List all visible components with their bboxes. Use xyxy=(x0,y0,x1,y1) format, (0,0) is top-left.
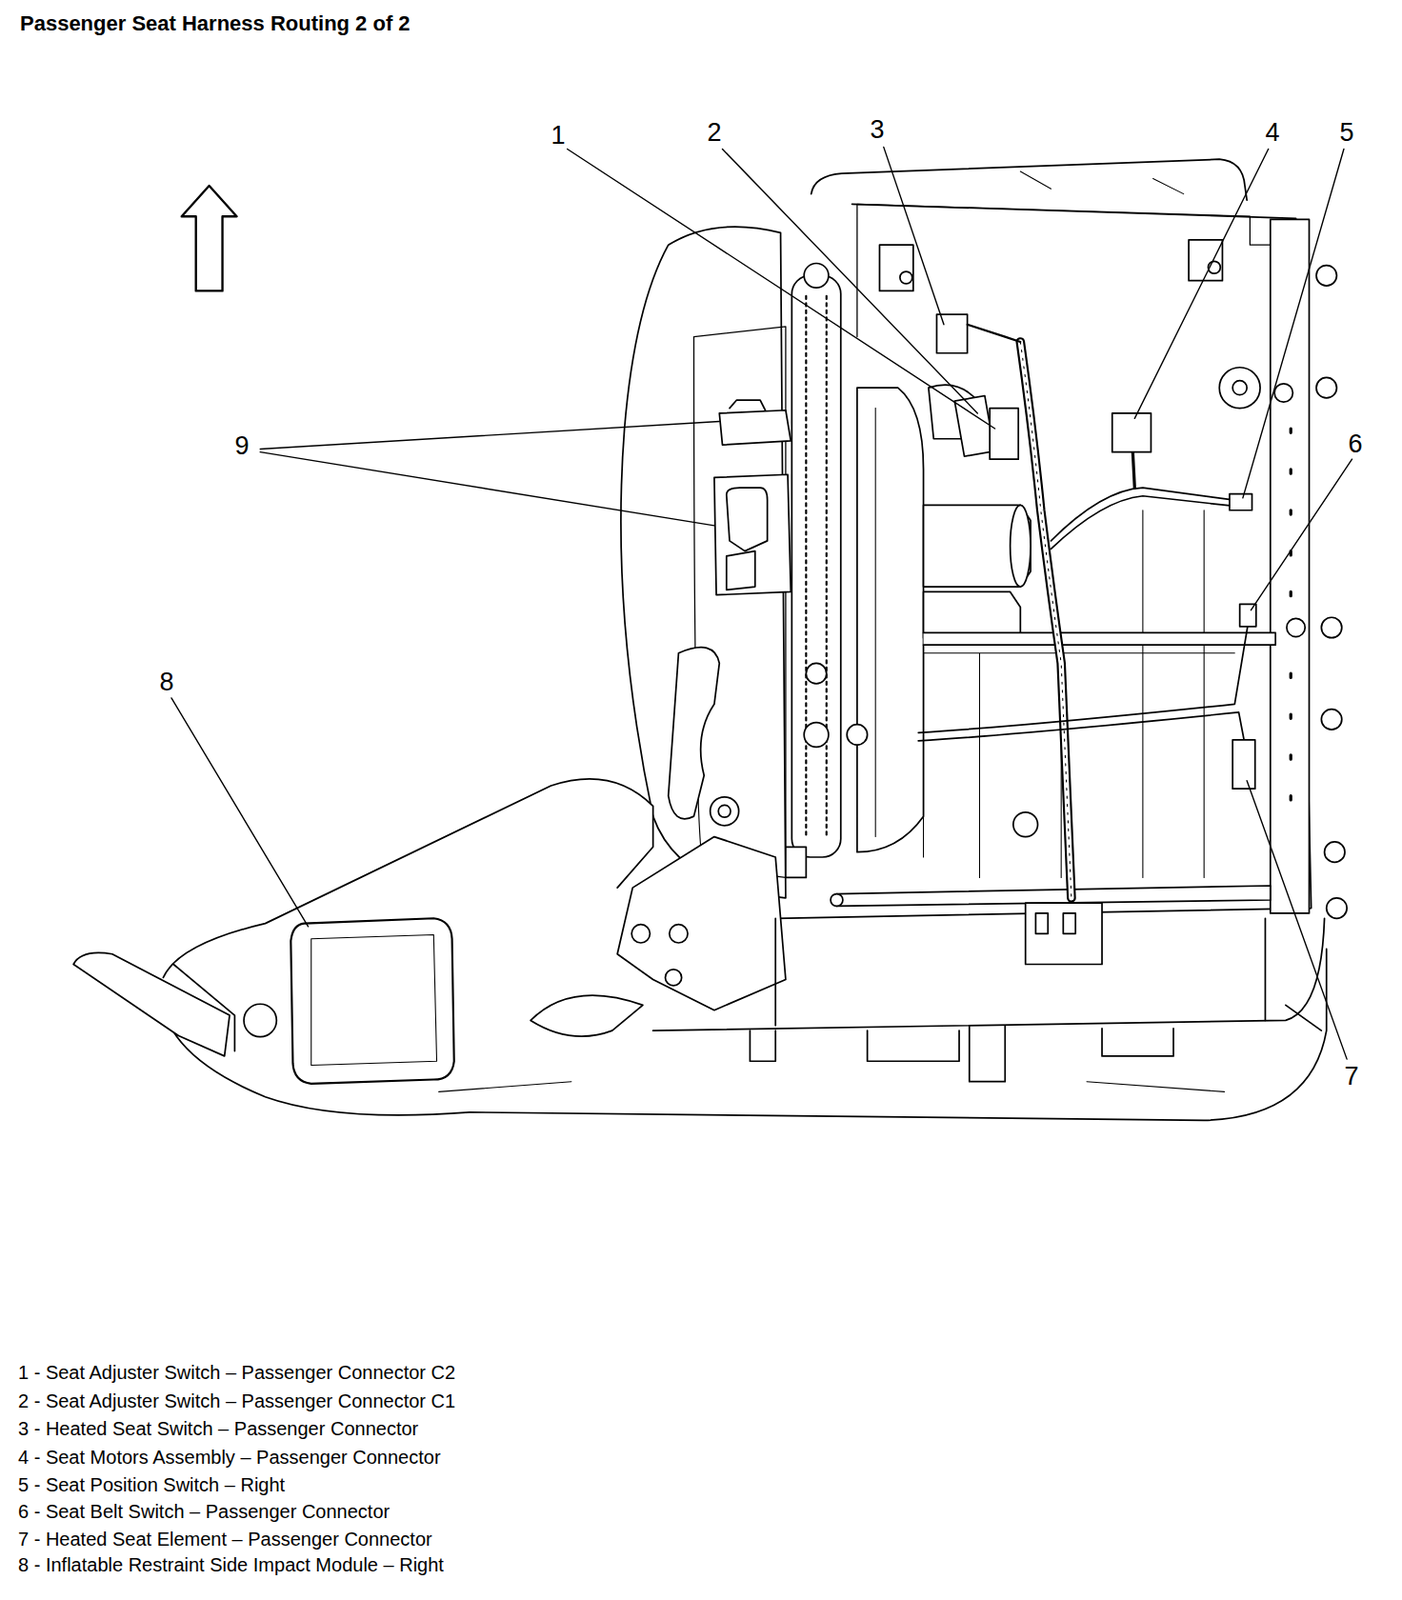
seat-back-shell xyxy=(811,159,1247,201)
callout-number: 9 xyxy=(234,433,249,460)
key-entry: 3 - Heated Seat Switch – Passenger Conne… xyxy=(18,1418,419,1440)
diagram-title: Passenger Seat Harness Routing 2 of 2 xyxy=(20,11,411,37)
callout-number: 8 xyxy=(159,669,174,696)
key-entry: 1 - Seat Adjuster Switch – Passenger Con… xyxy=(18,1361,456,1383)
armrest xyxy=(73,952,230,1056)
seat-motor-assembly xyxy=(857,387,924,852)
key-entry: 4 - Seat Motors Assembly – Passenger Con… xyxy=(18,1446,441,1468)
switch-part xyxy=(719,410,791,445)
key-entry: 2 - Seat Adjuster Switch – Passenger Con… xyxy=(18,1390,456,1412)
callout-number: 2 xyxy=(706,120,722,146)
key-entry: 8 - Inflatable Restraint Side Impact Mod… xyxy=(18,1554,444,1576)
key-entry: 6 - Seat Belt Switch – Passenger Connect… xyxy=(18,1501,390,1523)
key-entry: 5 - Seat Position Switch – Right xyxy=(18,1474,285,1496)
side-impact-module xyxy=(290,918,454,1084)
leader-line xyxy=(171,146,1353,1060)
frame-rod xyxy=(923,632,1277,645)
connector xyxy=(954,396,995,458)
frame-rail xyxy=(1270,219,1310,914)
callout-number: 6 xyxy=(1347,431,1362,458)
connector xyxy=(936,314,967,354)
connector xyxy=(1240,603,1257,627)
callout-number: 4 xyxy=(1264,120,1280,146)
connector xyxy=(1112,413,1152,453)
key-entry: 7 - Heated Seat Element – Passenger Conn… xyxy=(18,1528,433,1550)
callout-number: 1 xyxy=(550,122,565,149)
callout-number: 3 xyxy=(869,117,884,143)
seat-frame-plate xyxy=(775,203,1311,919)
switch-part xyxy=(714,474,791,595)
connector xyxy=(1232,740,1256,789)
callout-number: 5 xyxy=(1339,120,1354,146)
connector xyxy=(1025,902,1102,964)
direction-arrow xyxy=(181,185,238,291)
recliner-bracket xyxy=(668,647,721,820)
wire-harness xyxy=(1020,341,1072,899)
wire-harness xyxy=(918,612,1250,733)
connector xyxy=(1229,494,1253,511)
seat-track xyxy=(791,275,841,858)
callout-number: 7 xyxy=(1343,1063,1359,1090)
